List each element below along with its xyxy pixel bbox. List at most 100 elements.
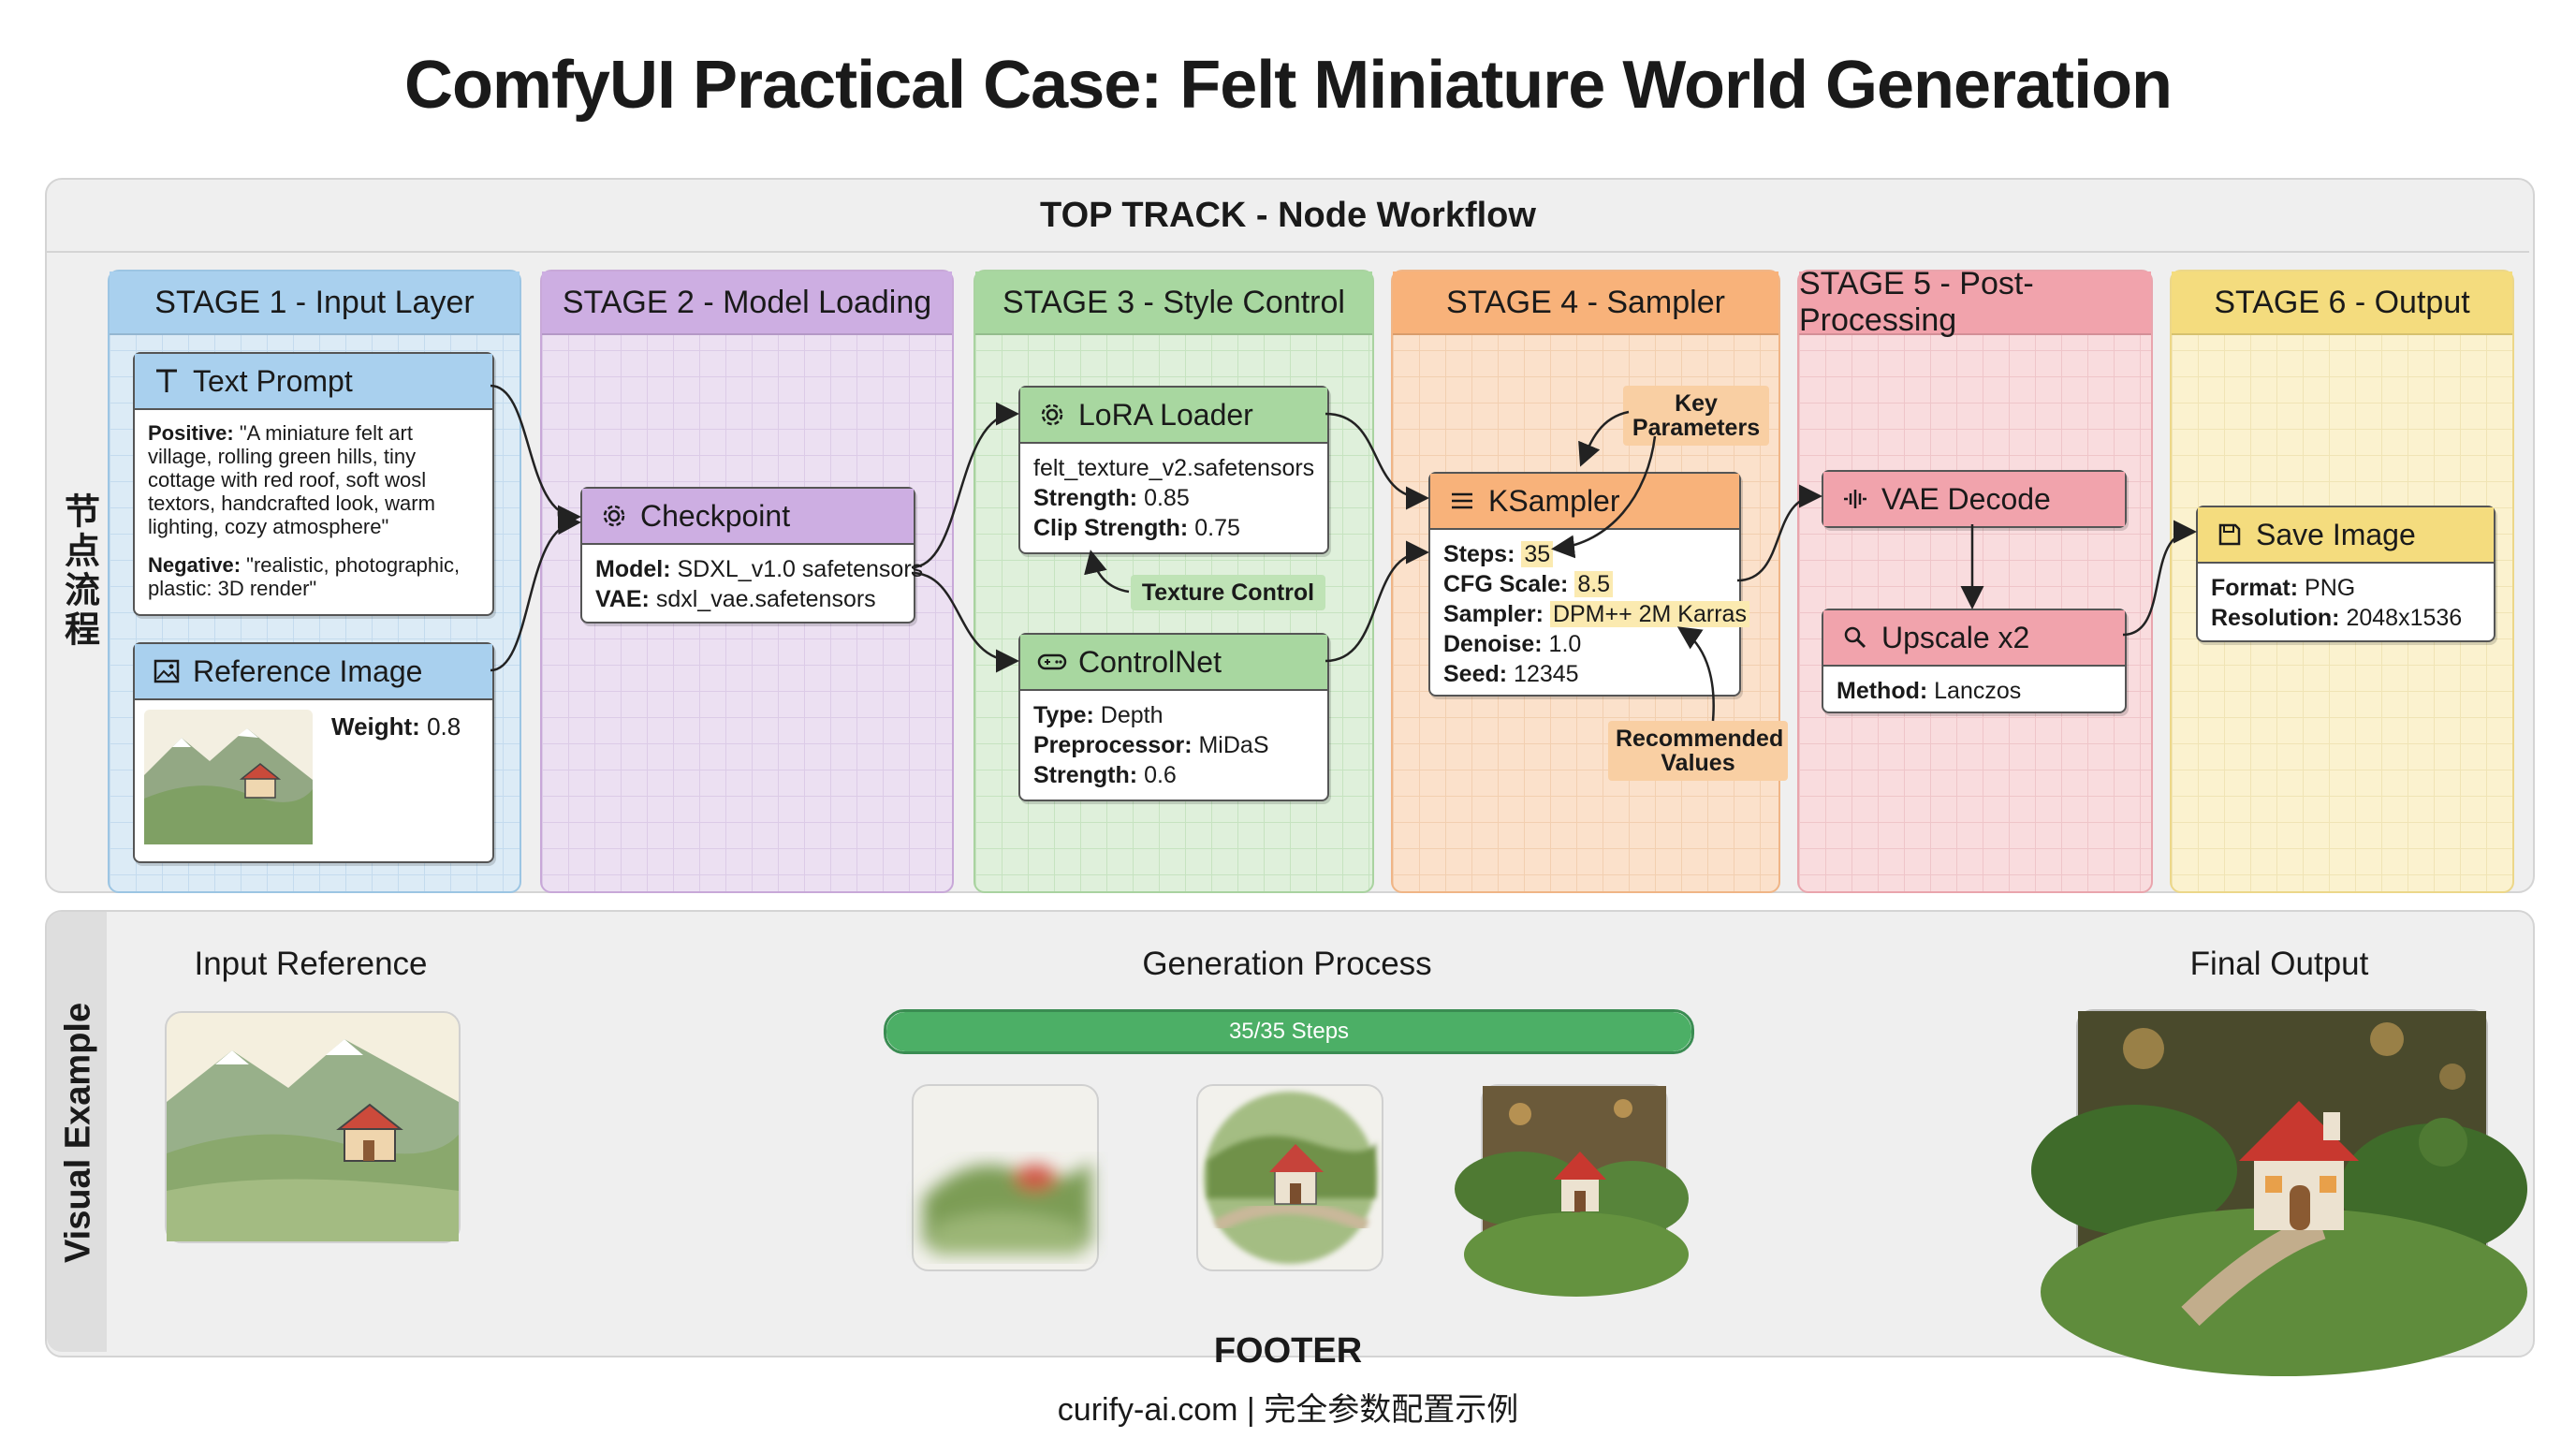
- text-prompt-title: Text Prompt: [193, 363, 353, 398]
- texture-control-callout: Texture Control: [1131, 575, 1325, 610]
- save-image-body: Format: PNG Resolution: 2048x1536: [2198, 564, 2494, 642]
- upscale-header[interactable]: Upscale x2: [1823, 610, 2125, 667]
- generation-process-title: Generation Process: [1142, 946, 1432, 982]
- upscale-body: Method: Lanczos: [1823, 667, 2125, 715]
- reference-weight: Weight: 0.8: [318, 702, 474, 751]
- save-image-node[interactable]: Save Image Format: PNG Resolution: 2048x…: [2196, 506, 2496, 642]
- lora-loader-title: LoRA Loader: [1078, 397, 1253, 432]
- input-reference-image: [165, 1011, 461, 1243]
- steps-value: 35: [1521, 541, 1554, 567]
- checkpoint-node[interactable]: Checkpoint Model: SDXL_v1.0 safetensors …: [580, 487, 923, 624]
- text-prompt-node[interactable]: Text Prompt Positive: "A miniature felt …: [133, 352, 494, 616]
- type-value: Depth: [1100, 702, 1164, 728]
- controlnet-title: ControlNet: [1078, 644, 1222, 679]
- recommended-values-callout: Recommended Values: [1608, 721, 1788, 781]
- controlnet-strength-value: 0.6: [1144, 762, 1177, 788]
- vae-label: VAE:: [595, 586, 650, 612]
- final-output-image: [2031, 1009, 2527, 1376]
- checkpoint-title: Checkpoint: [640, 498, 791, 533]
- lora-loader-node[interactable]: LoRA Loader felt_texture_v2.safetensors …: [1018, 386, 1329, 554]
- checkpoint-header[interactable]: Checkpoint: [582, 489, 914, 545]
- resolution-value: 2048x1536: [2346, 605, 2463, 631]
- steps-label: Steps:: [1443, 541, 1515, 567]
- controlnet-header[interactable]: ControlNet: [1020, 635, 1327, 691]
- stage-5-column: STAGE 5 - Post-Processing: [1797, 266, 2153, 893]
- gamepad-icon: [1033, 651, 1071, 673]
- reference-image-node[interactable]: Reference Image Weight: 0.8: [133, 642, 494, 863]
- footer-text: curify-ai.com | 完全参数配置示例: [1057, 1392, 1519, 1428]
- method-label: Method:: [1837, 678, 1928, 704]
- reference-thumbnail: [144, 710, 313, 844]
- weight-value: 0.8: [427, 712, 461, 741]
- audio-wave-icon: [1837, 487, 1874, 511]
- top-track-header: TOP TRACK - Node Workflow: [47, 180, 2529, 253]
- image-icon: [148, 659, 185, 683]
- lora-strength-value: 0.85: [1144, 485, 1190, 511]
- final-output-title: Final Output: [2189, 946, 2369, 982]
- preprocessor-value: MiDaS: [1198, 732, 1269, 758]
- model-value: SDXL_v1.0 safetensors: [677, 556, 924, 582]
- text-prompt-body: Positive: "A miniature felt art village,…: [135, 410, 492, 609]
- visual-example-strip: [47, 912, 107, 1352]
- stage-1-title: STAGE 1 - Input Layer: [110, 271, 520, 335]
- stage-2-title: STAGE 2 - Model Loading: [542, 271, 952, 335]
- negative-label: Negative:: [148, 553, 242, 577]
- weight-label: Weight:: [331, 712, 420, 741]
- process-step-mid-image: [1196, 1084, 1383, 1271]
- controlnet-node[interactable]: ControlNet Type: Depth Preprocessor: MiD…: [1018, 633, 1329, 801]
- ksampler-title: KSampler: [1488, 483, 1620, 518]
- format-label: Format:: [2211, 575, 2299, 601]
- menu-icon: [1443, 491, 1481, 511]
- gear-icon: [1033, 402, 1071, 428]
- stage-6-title: STAGE 6 - Output: [2172, 271, 2512, 335]
- denoise-label: Denoise:: [1443, 631, 1543, 657]
- cfg-label: CFG Scale:: [1443, 571, 1569, 597]
- text-prompt-header[interactable]: Text Prompt: [135, 354, 492, 410]
- text-icon: [148, 368, 185, 394]
- controlnet-body: Type: Depth Preprocessor: MiDaS Strength…: [1020, 691, 1327, 800]
- stage-4-title: STAGE 4 - Sampler: [1393, 271, 1778, 335]
- gear-icon: [595, 503, 633, 529]
- cfg-value: 8.5: [1574, 571, 1614, 597]
- seed-label: Seed:: [1443, 661, 1508, 687]
- sampler-value: DPM++ 2M Karras: [1549, 601, 1749, 627]
- input-reference-title: Input Reference: [194, 946, 428, 982]
- vae-decode-node[interactable]: VAE Decode: [1822, 470, 2127, 528]
- save-image-header[interactable]: Save Image: [2198, 507, 2494, 564]
- search-icon: [1837, 625, 1874, 650]
- ksampler-header[interactable]: KSampler: [1430, 474, 1739, 530]
- recommended-line-1: Recommended: [1616, 726, 1784, 752]
- upscale-node[interactable]: Upscale x2 Method: Lanczos: [1822, 609, 2127, 713]
- recommended-line-2: Values: [1661, 750, 1735, 776]
- reference-image-title: Reference Image: [193, 653, 423, 688]
- page-title: ComfyUI Practical Case: Felt Miniature W…: [403, 48, 2173, 123]
- stage-5-title: STAGE 5 - Post-Processing: [1799, 266, 2151, 338]
- save-icon: [2211, 522, 2248, 547]
- key-parameters-callout: Key Parameters: [1623, 386, 1769, 446]
- vae-decode-title: VAE Decode: [1881, 481, 2051, 516]
- reference-image-header[interactable]: Reference Image: [135, 644, 492, 700]
- progress-fill: [886, 1012, 1691, 1051]
- type-label: Type:: [1033, 702, 1094, 728]
- controlnet-strength-label: Strength:: [1033, 762, 1138, 788]
- preprocessor-label: Preprocessor:: [1033, 732, 1193, 758]
- upscale-title: Upscale x2: [1881, 620, 2030, 654]
- clip-strength-label: Clip Strength:: [1033, 515, 1189, 541]
- positive-label: Positive:: [148, 421, 234, 445]
- ksampler-node[interactable]: KSampler Steps: 35 CFG Scale: 8.5 Sample…: [1428, 472, 1749, 697]
- model-label: Model:: [595, 556, 671, 582]
- stage-3-title: STAGE 3 - Style Control: [975, 271, 1372, 335]
- lora-loader-body: felt_texture_v2.safetensors Strength: 0.…: [1020, 444, 1327, 552]
- save-image-title: Save Image: [2256, 517, 2416, 551]
- vae-value: sdxl_vae.safetensors: [655, 586, 876, 612]
- checkpoint-body: Model: SDXL_v1.0 safetensors VAE: sdxl_v…: [582, 545, 923, 624]
- lora-file: felt_texture_v2.safetensors: [1033, 455, 1315, 481]
- clip-strength-value: 0.75: [1194, 515, 1240, 541]
- key-parameters-line-1: Key: [1675, 390, 1718, 417]
- positive-prompt-value: "A miniature felt art village, rolling g…: [148, 421, 435, 538]
- vae-decode-header[interactable]: VAE Decode: [1823, 472, 2125, 526]
- method-value: Lanczos: [1934, 678, 2022, 704]
- generation-progress-bar: 35/35 Steps: [884, 1009, 1694, 1054]
- negative-prompt-value: "realistic, photographic, plastic: 3D re…: [148, 553, 461, 600]
- lora-loader-header[interactable]: LoRA Loader: [1020, 388, 1327, 444]
